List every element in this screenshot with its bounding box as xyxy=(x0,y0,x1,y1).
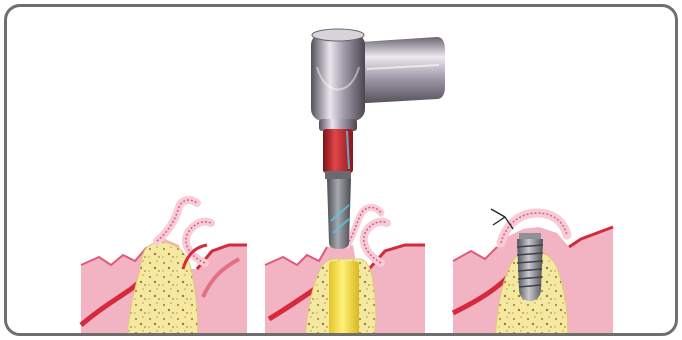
handpiece-head xyxy=(311,33,365,121)
illustration-frame xyxy=(4,4,678,336)
panel-implant-placed xyxy=(453,209,613,336)
dental-handpiece xyxy=(311,29,445,249)
bone-graft-cylinder xyxy=(329,261,359,336)
dental-implant xyxy=(517,233,543,301)
panel-socket-initial xyxy=(81,200,247,336)
